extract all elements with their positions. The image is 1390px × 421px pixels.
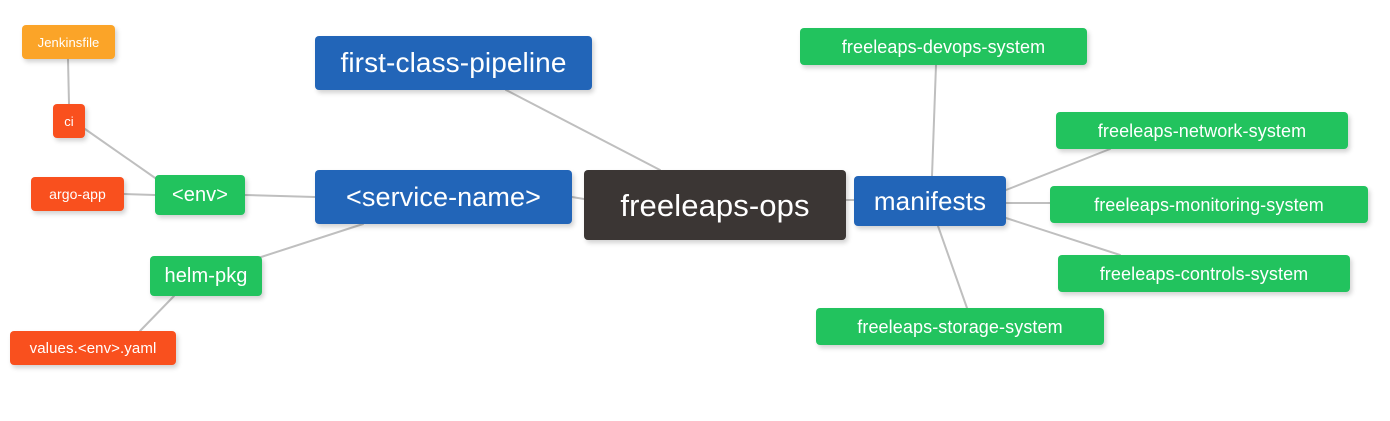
mindmap-node-helm-pkg[interactable]: helm-pkg	[150, 256, 262, 296]
mindmap-node-freeleaps-ops[interactable]: freeleaps-ops	[584, 170, 846, 240]
mindmap-node-jenkinsfile[interactable]: Jenkinsfile	[22, 25, 115, 59]
edge-helm-pkg-to-service-name	[257, 223, 364, 259]
mindmap-node-env[interactable]: <env>	[155, 175, 245, 215]
edge-argo-app-to-env	[123, 193, 156, 196]
mindmap-node-network-system[interactable]: freeleaps-network-system	[1056, 112, 1348, 149]
edge-jenkinsfile-to-ci	[67, 58, 70, 105]
mindmap-node-service-name[interactable]: <service-name>	[315, 170, 572, 224]
edge-manifests-to-storage-system	[937, 225, 968, 309]
mindmap-node-storage-system[interactable]: freeleaps-storage-system	[816, 308, 1104, 345]
mindmap-node-manifests[interactable]: manifests	[854, 176, 1006, 226]
edge-manifests-to-controls-system	[1005, 217, 1121, 256]
edge-manifests-to-network-system	[1005, 148, 1111, 191]
mindmap-node-argo-app[interactable]: argo-app	[31, 177, 124, 211]
mindmap-node-controls-system[interactable]: freeleaps-controls-system	[1058, 255, 1350, 292]
edge-env-to-service-name	[244, 194, 316, 198]
mindmap-node-devops-system[interactable]: freeleaps-devops-system	[800, 28, 1087, 65]
edge-values-yaml-to-helm-pkg	[139, 295, 175, 332]
mindmap-node-values-yaml[interactable]: values.<env>.yaml	[10, 331, 176, 365]
mindmap-node-first-class-pipeline[interactable]: first-class-pipeline	[315, 36, 592, 90]
edge-service-name-to-freeleaps-ops	[571, 196, 585, 200]
edge-first-class-pipeline-to-freeleaps-ops	[505, 89, 661, 171]
mindmap-node-ci[interactable]: ci	[53, 104, 85, 138]
edge-devops-system-to-manifests	[931, 64, 937, 177]
edge-ci-to-env	[84, 128, 159, 181]
mindmap-node-monitoring-system[interactable]: freeleaps-monitoring-system	[1050, 186, 1368, 223]
